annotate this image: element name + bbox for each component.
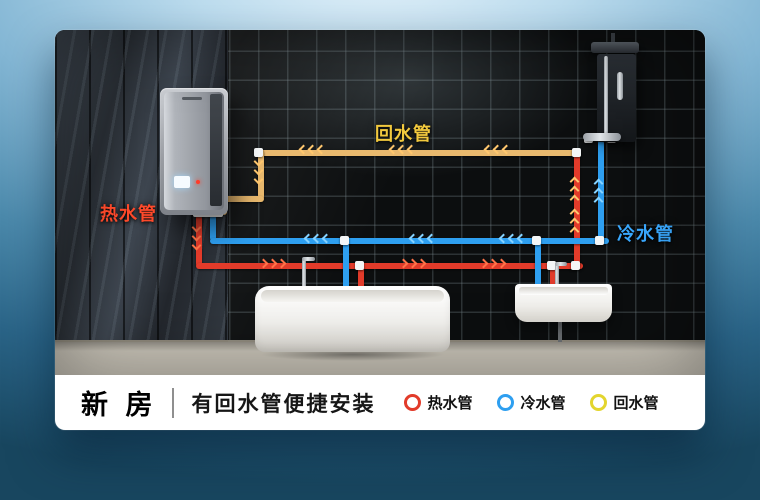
legend-label-return: 回水管 (613, 395, 659, 412)
pipe-fitting (254, 148, 263, 157)
caption-subtitle: 有回水管便捷安装 (191, 392, 376, 416)
pipe-fitting (532, 236, 541, 245)
pipe-fitting (571, 261, 580, 270)
pipe-fitting (355, 261, 364, 270)
hot-pipe-label: 热水管 (100, 204, 157, 224)
flow-arrows-return (388, 144, 417, 155)
return-pipe-left-vertical (258, 150, 264, 200)
caption-title: 新 房 (81, 390, 158, 420)
shower-slide-bar (604, 56, 608, 136)
hot-pipe-main-horizontal (196, 263, 583, 269)
sink-rim (519, 287, 608, 295)
hot-pipe-tub-drop (358, 267, 364, 292)
flow-arrows-return (569, 176, 580, 205)
pipe-fitting (340, 236, 349, 245)
cold-pipe-sink-drop (535, 242, 541, 292)
sink-faucet (555, 264, 559, 286)
flow-arrows-return (298, 144, 327, 155)
hot-pipe-sink-drop (550, 267, 556, 292)
sink-faucet-spout (555, 262, 567, 266)
cold-pipe-shower-riser (598, 140, 604, 242)
hot-pipe-heater-vertical (196, 215, 202, 267)
return-pipe-jog-horizontal (221, 196, 264, 202)
pipe-fitting (572, 148, 581, 157)
cold-pipe-label: 冷水管 (617, 224, 674, 244)
heater-brand-mark (182, 97, 202, 100)
heater-dark-stripe (210, 94, 222, 206)
legend-item-hot: 热水管 (403, 392, 473, 413)
shower-column-panel (597, 54, 636, 142)
photo-card: 回水管 热水管 冷水管 新 房 有回水管便捷安装 热水管 冷水管 (55, 30, 705, 430)
cold-pipe-heater-vertical (210, 215, 216, 241)
heater-display (174, 176, 190, 188)
wall-sink (515, 284, 612, 322)
flow-arrows-hot (258, 258, 287, 269)
pipe-fitting (547, 261, 556, 270)
hot-pipe-shower-riser (574, 154, 580, 266)
legend-item-cold: 冷水管 (496, 392, 566, 413)
pipe-legend: 热水管 冷水管 回水管 (403, 392, 659, 413)
bathtub (255, 286, 450, 352)
sink-drain-pipe (558, 322, 562, 342)
bathroom-scene: 回水管 热水管 冷水管 (55, 30, 705, 375)
flow-arrows-cold (593, 178, 604, 207)
cold-pipe-ring-icon (496, 394, 514, 411)
heater-indicator-light (196, 180, 200, 184)
legend-item-return: 回水管 (589, 392, 659, 413)
flow-arrows-hot (478, 258, 507, 269)
legend-label-cold: 冷水管 (520, 395, 566, 412)
flow-arrows-return (569, 208, 580, 237)
flow-arrows-cold (498, 233, 527, 244)
return-pipe-label: 回水管 (375, 124, 432, 144)
return-pipe-ring-icon (589, 394, 607, 411)
flow-arrows-return (483, 144, 512, 155)
pipe-fitting (595, 236, 604, 245)
tub-filler-faucet (302, 259, 306, 288)
flow-arrows-hot (398, 258, 427, 269)
flow-arrows-cold (408, 233, 437, 244)
caption-bar: 新 房 有回水管便捷安装 热水管 冷水管 回水管 (55, 375, 705, 430)
gas-water-heater (160, 88, 228, 215)
bathtub-rim (261, 290, 444, 302)
legend-label-hot: 热水管 (427, 395, 473, 412)
shower-mixer-valve (583, 133, 621, 141)
hot-pipe-ring-icon (403, 394, 421, 411)
flow-arrows-return (253, 156, 264, 185)
handheld-shower (617, 72, 623, 100)
flow-arrows-cold (303, 233, 332, 244)
cold-pipe-tub-drop (343, 242, 349, 292)
shower-arm (611, 33, 615, 43)
shower-head (591, 42, 639, 53)
caption-divider (171, 387, 174, 418)
return-pipe-top-horizontal (258, 150, 580, 156)
tub-filler-spout (302, 257, 315, 261)
cold-pipe-main-horizontal (210, 238, 609, 244)
flow-arrows-hot (191, 222, 202, 251)
